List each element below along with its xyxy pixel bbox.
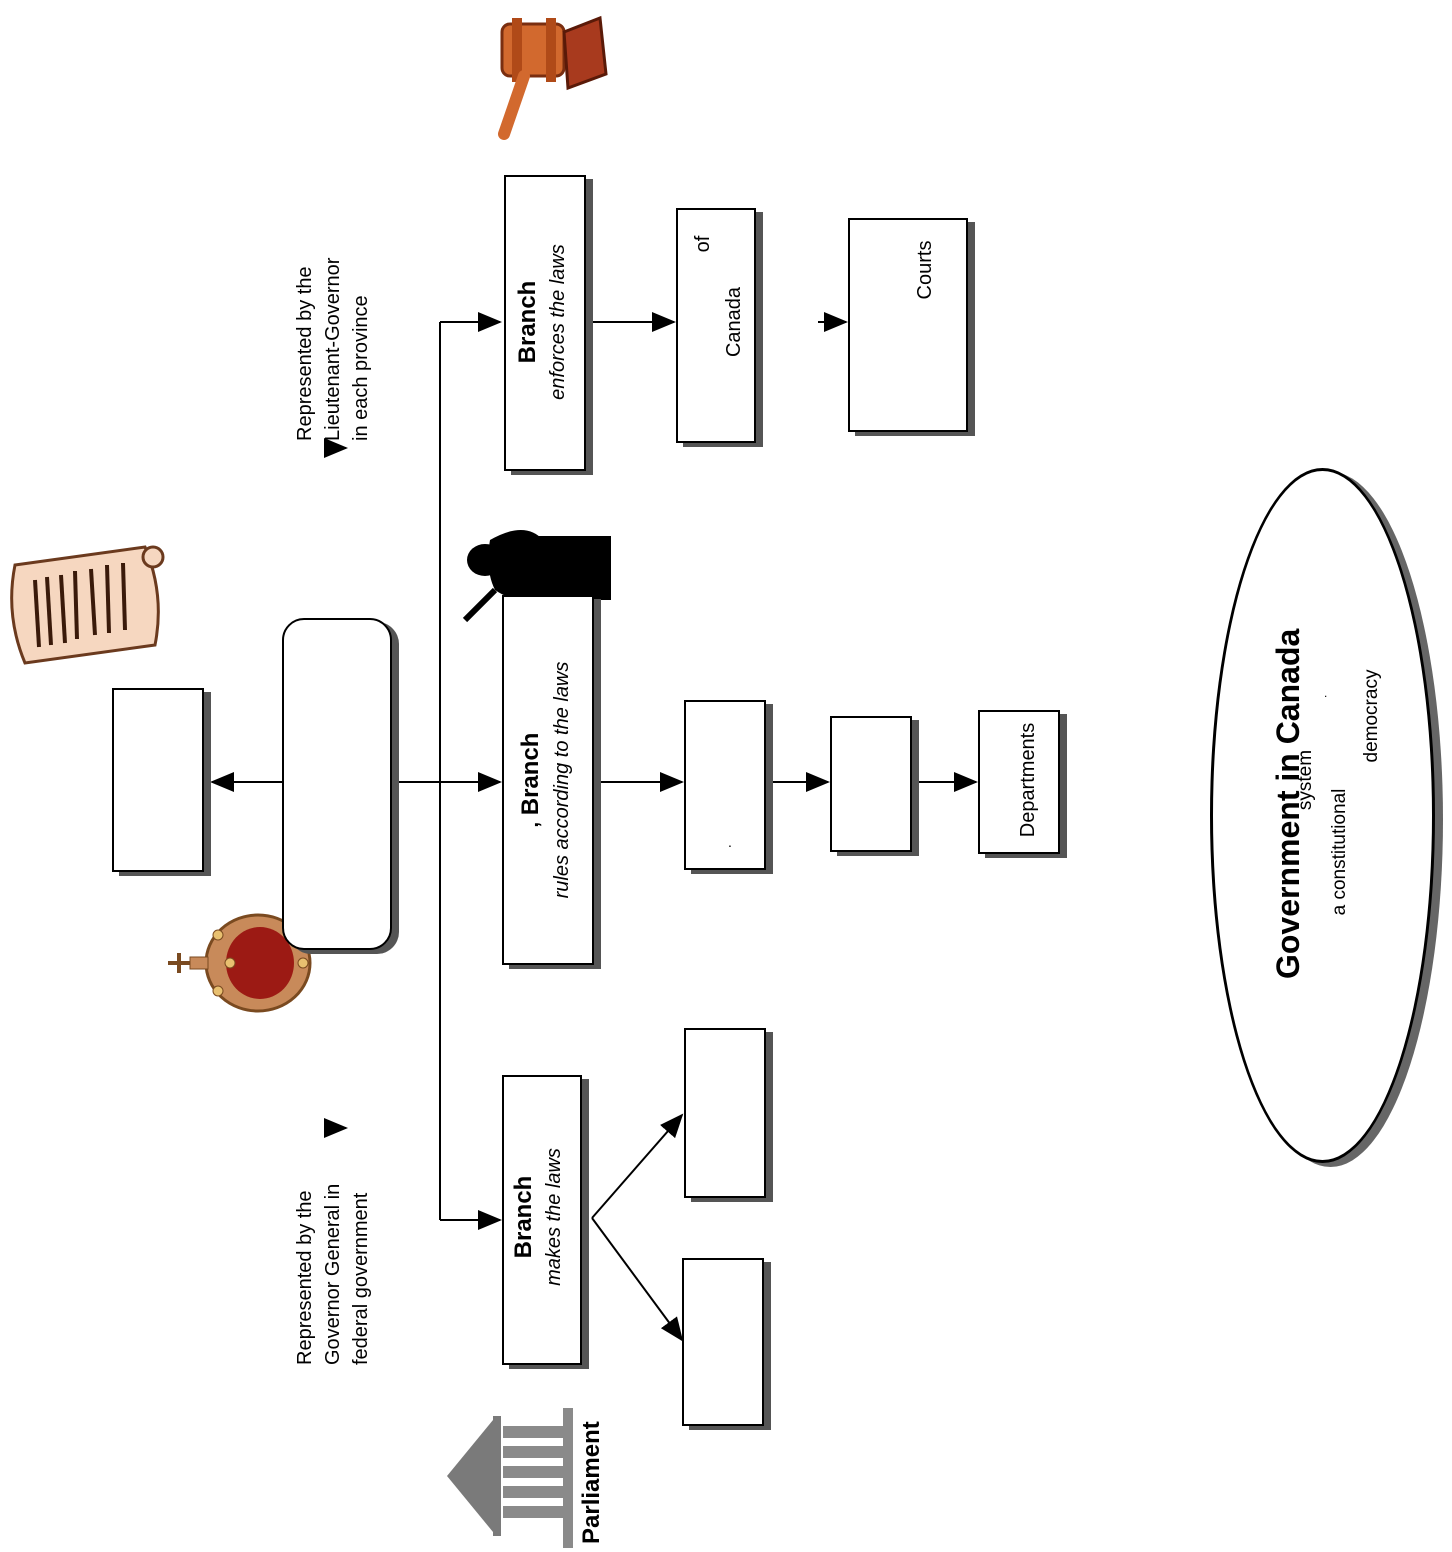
title-constitutional: a constitutional — [1329, 788, 1350, 916]
departments-box — [978, 710, 1060, 854]
right-branch-box — [504, 175, 586, 471]
left-branch-desc: makes the laws — [543, 1148, 565, 1286]
right-branch-text: Branch enforces the laws — [513, 227, 577, 417]
lieutenant-note-line-2: Lieutenant-Governor — [322, 257, 344, 441]
right-branch-desc: enforces the laws — [547, 244, 569, 400]
parliament-building-icon — [447, 1408, 573, 1548]
middle-branch-text: , Branch rules according to the laws — [516, 620, 580, 940]
governor-note: Represented by the Governor General in f… — [291, 1161, 377, 1365]
gavel-icon — [498, 15, 608, 140]
middle-chain-box-1 — [684, 700, 766, 870]
parliament-label: Parliament — [578, 1421, 605, 1544]
middle-chain-box-2 — [830, 716, 912, 852]
governor-note-line-2: Governor General in — [322, 1183, 344, 1365]
left-branch-text: Branch makes the laws — [509, 1122, 573, 1312]
title-system: system — [1295, 749, 1316, 811]
middle-branch-box — [502, 595, 594, 965]
middle-branch-label-text: Branch — [517, 732, 544, 816]
empty-box-top — [112, 688, 204, 872]
governor-note-line-1: Represented by the — [294, 1190, 316, 1365]
left-branch-box — [502, 1075, 582, 1365]
left-branch-label: Branch — [510, 1175, 537, 1259]
lieutenant-note-line-3: in each province — [350, 295, 372, 441]
supreme-canada-text: Canada — [723, 286, 745, 358]
governor-note-line-3: federal government — [350, 1192, 372, 1365]
left-chain-box-1 — [684, 1028, 766, 1198]
supreme-court-box — [676, 208, 756, 443]
departments-text: Departments — [1017, 722, 1039, 838]
title-democracy: democracy — [1361, 669, 1382, 763]
scroll-icon — [10, 545, 165, 665]
middle-branch-mark: , — [521, 821, 543, 828]
title-ellipse — [1210, 468, 1435, 1163]
right-branch-label: Branch — [514, 280, 541, 364]
supreme-of-text: of — [692, 235, 714, 253]
left-chain-box-2 — [682, 1258, 764, 1426]
middle-chain-dot: . — [728, 834, 732, 850]
courts-text: Courts — [914, 240, 936, 300]
lieutenant-note-line-1: Represented by the — [294, 266, 316, 441]
crown-box — [282, 618, 392, 950]
courts-box — [848, 218, 968, 432]
lieutenant-note: Represented by the Lieutenant-Governor i… — [291, 237, 377, 441]
title-dot: . — [1324, 686, 1328, 700]
speaker-silhouette-icon — [462, 530, 611, 623]
middle-branch-desc: rules according to the laws — [551, 661, 573, 899]
middle-branch-label: , Branch — [516, 620, 547, 940]
